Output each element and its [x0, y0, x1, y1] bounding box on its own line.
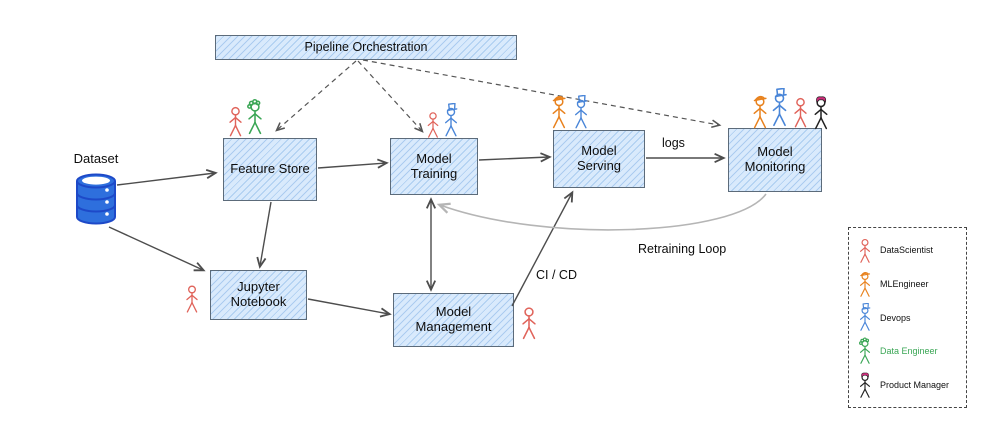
legend-label: MLEngineer	[880, 278, 929, 289]
mlengineer-stick-figure-icon	[750, 92, 770, 131]
devops-stick-figure-icon	[857, 302, 873, 333]
datascientist-stick-figure-icon	[424, 108, 442, 140]
node-feature-store: Feature Store	[223, 138, 317, 201]
mlengineer-stick-figure-icon	[549, 92, 569, 131]
arrow-feature-store-to-training	[317, 158, 389, 169]
node-model-management: Model Management	[393, 293, 514, 347]
legend-label: DataScientist	[880, 245, 934, 255]
legend-label: Data Engineer	[880, 346, 938, 357]
dataset-label: Dataset	[73, 151, 119, 166]
arrow-dataset-to-jupyter	[108, 226, 206, 272]
dashed-orchestration-arrows	[275, 59, 722, 133]
devops-stick-figure-icon	[441, 103, 461, 139]
retraining-loop-curve	[436, 193, 767, 231]
arrow-orchestration-to-feature-store	[275, 60, 357, 132]
node-model-monitoring: Model Monitoring	[728, 128, 822, 192]
node-label: Jupyter Notebook	[230, 279, 287, 309]
legend-item-datascientist: DataScientist	[857, 234, 958, 266]
node-label: Model Serving	[576, 143, 622, 173]
node-label: Feature Store	[230, 161, 310, 177]
devops-stick-figure-icon	[769, 88, 790, 129]
arrow-training-to-serving	[478, 152, 552, 163]
arrow-dataset-to-feature-store	[116, 168, 218, 186]
productmanager-stick-figure-icon	[857, 370, 873, 400]
cicd-edge-label: CI / CD	[536, 268, 577, 282]
node-jupyter-notebook: Jupyter Notebook	[210, 270, 307, 320]
node-label: Model Monitoring	[744, 144, 806, 174]
logs-edge-label: logs	[662, 136, 685, 150]
dataengineer-stick-figure-icon	[857, 336, 873, 366]
legend-label: Devops	[880, 312, 911, 323]
productmanager-stick-figure-icon	[811, 93, 831, 132]
node-model-serving: Model Serving	[553, 130, 645, 188]
datascientist-stick-figure-icon	[857, 235, 873, 265]
dataengineer-stick-figure-icon	[245, 96, 265, 138]
legend-item-productmanager: Product Manager	[857, 369, 958, 401]
datascientist-stick-figure-icon	[519, 302, 539, 342]
legend-item-mlengineer: MLEngineer	[857, 268, 958, 300]
node-model-training: Model Training	[390, 138, 478, 195]
arrow-feature-store-to-jupyter	[256, 201, 272, 269]
node-pipeline-orchestration: Pipeline Orchestration	[215, 35, 517, 60]
datascientist-stick-figure-icon	[791, 93, 810, 130]
database-icon	[76, 173, 116, 225]
legend-item-devops: Devops	[857, 302, 958, 334]
node-label: Model Management	[415, 304, 492, 334]
node-label: Model Training	[410, 150, 458, 181]
mlengineer-stick-figure-icon	[857, 269, 873, 299]
datascientist-stick-figure-icon	[183, 281, 201, 315]
devops-stick-figure-icon	[571, 95, 591, 131]
legend-label: Product Manager	[880, 380, 950, 390]
arrow-jupyter-to-management	[307, 298, 392, 318]
arrow-management-to-serving-cicd	[511, 190, 574, 307]
datascientist-stick-figure-icon	[226, 102, 245, 139]
node-label: Pipeline Orchestration	[304, 40, 428, 55]
arrow-orchestration-to-training	[357, 60, 424, 133]
roles-legend: DataScientist MLEngineer Devops Data Eng…	[848, 227, 967, 408]
legend-item-dataengineer: Data Engineer	[857, 335, 958, 367]
retraining-loop-label: Retraining Loop	[638, 242, 727, 256]
arrow-orchestration-to-monitoring	[362, 59, 722, 129]
